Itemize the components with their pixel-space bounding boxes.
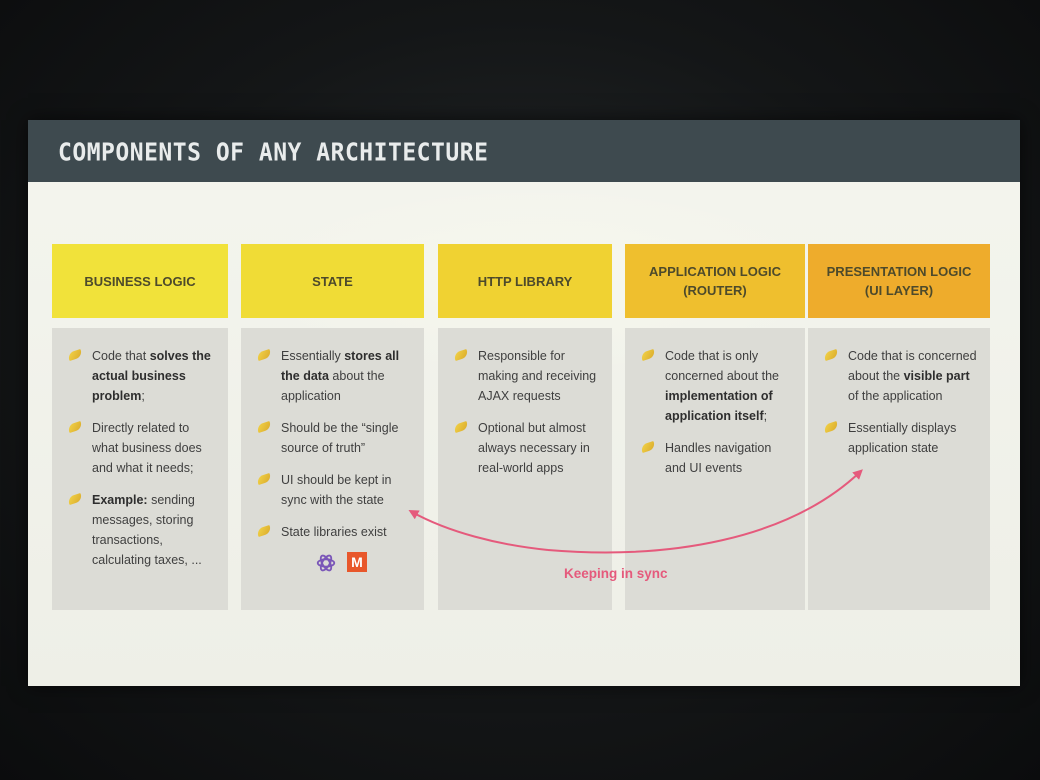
column-heading: STATE bbox=[241, 244, 424, 318]
bullet-item: Code that is only concerned about the im… bbox=[640, 346, 795, 426]
column-application-logic: APPLICATION LOGIC (ROUTER) Code that is o… bbox=[625, 244, 805, 610]
bullet-item: Code that is concerned about the visible… bbox=[823, 346, 980, 406]
column-heading: BUSINESS LOGIC bbox=[52, 244, 228, 318]
mobx-logo: M bbox=[347, 552, 367, 572]
text-run: ; bbox=[141, 389, 145, 403]
state-library-logos: M bbox=[315, 552, 414, 574]
text-run: Directly related to what business does a… bbox=[92, 421, 202, 475]
column-body: Essentially stores all the data about th… bbox=[241, 328, 424, 610]
bullet-text: Essentially stores all the data about th… bbox=[281, 346, 414, 406]
bullet-item: State libraries exist bbox=[256, 522, 414, 542]
text-run: State libraries exist bbox=[281, 525, 387, 539]
bullet-item: UI should be kept in sync with the state bbox=[256, 470, 414, 510]
keeping-in-sync-arrow bbox=[408, 469, 863, 554]
bullet-text: Code that is concerned about the visible… bbox=[848, 346, 980, 406]
bullet-item: Code that solves the actual business pro… bbox=[67, 346, 218, 406]
bold-text: solves the actual business bbox=[92, 349, 211, 383]
bold-text: stores all the data bbox=[281, 349, 400, 383]
text-run: sending messages, storing transactions, … bbox=[92, 493, 202, 567]
text-run: of the application bbox=[848, 389, 943, 403]
text-run: Code that is only concerned about the bbox=[665, 349, 779, 383]
bullet-text: Responsible for making and receiving AJA… bbox=[478, 346, 602, 406]
text-run: UI should be kept in sync with the state bbox=[281, 473, 392, 507]
bullet-item: Optional but almost always necessary in … bbox=[453, 418, 602, 478]
text-run: about the application bbox=[281, 369, 385, 403]
bullet-item: Essentially stores all the data about th… bbox=[256, 346, 414, 406]
column-body: Responsible for making and receiving AJA… bbox=[438, 328, 612, 610]
text-run: Essentially bbox=[281, 349, 345, 363]
slide-title: COMPONENTS OF ANY ARCHITECTURE bbox=[58, 139, 489, 168]
text-run: ; bbox=[763, 409, 768, 423]
column-heading: APPLICATION LOGIC (ROUTER) bbox=[625, 244, 805, 318]
bullet-text: Example: sending messages, storing trans… bbox=[92, 490, 218, 570]
text-run: Code that bbox=[92, 349, 150, 363]
bullet-text: Directly related to what business does a… bbox=[92, 418, 218, 478]
column-state: STATE Essentially stores all the data abo… bbox=[241, 244, 424, 610]
bold-text: Example: bbox=[92, 493, 148, 507]
text-run: Responsible for making and receiving AJA… bbox=[478, 349, 597, 403]
bold-text: implementation of application itself bbox=[665, 389, 773, 423]
bullet-text: Should be the “single source of truth” bbox=[281, 418, 414, 458]
bullet-item: Essentially displays application state bbox=[823, 418, 980, 458]
sync-arrow-path-left bbox=[408, 510, 549, 551]
bold-text: problem bbox=[92, 389, 142, 403]
column-presentation-logic: PRESENTATION LOGIC (UI LAYER) Code that i… bbox=[808, 244, 990, 610]
text-run: Should be the “single source of truth” bbox=[281, 421, 399, 455]
sync-arrow-path bbox=[547, 469, 863, 554]
bullet-text: State libraries exist bbox=[281, 522, 387, 542]
column-business-logic: BUSINESS LOGIC Code that solves the actua… bbox=[52, 244, 228, 610]
bullet-text: Optional but almost always necessary in … bbox=[478, 418, 602, 478]
slide-header-bar: COMPONENTS OF ANY ARCHITECTURE bbox=[28, 120, 1020, 182]
bullet-text: Code that is only concerned about the im… bbox=[665, 346, 795, 426]
bullet-item: Responsible for making and receiving AJA… bbox=[453, 346, 602, 406]
text-run: Handles navigation and UI events bbox=[665, 441, 772, 475]
column-http-library: HTTP LIBRARY Responsible for making and r… bbox=[438, 244, 612, 610]
bullet-item: Example: sending messages, storing trans… bbox=[67, 490, 218, 570]
bullet-item: Should be the “single source of truth” bbox=[256, 418, 414, 458]
keeping-in-sync-label: Keeping in sync bbox=[564, 566, 668, 581]
text-run: Optional but almost always necessary in … bbox=[478, 421, 590, 475]
column-heading: HTTP LIBRARY bbox=[438, 244, 612, 318]
bullet-text: Handles navigation and UI events bbox=[665, 438, 795, 478]
bullet-text: UI should be kept in sync with the state bbox=[281, 470, 414, 510]
bullet-item: Handles navigation and UI events bbox=[640, 438, 795, 478]
bullet-text: Essentially displays application state bbox=[848, 418, 980, 458]
column-body: Code that solves the actual business pro… bbox=[52, 328, 228, 610]
text-run: Essentially displays application state bbox=[848, 421, 957, 455]
column-body: Code that is only concerned about the im… bbox=[625, 328, 805, 610]
column-heading: PRESENTATION LOGIC (UI LAYER) bbox=[808, 244, 990, 318]
redux-logo bbox=[316, 554, 336, 572]
bullet-text: Code that solves the actual business pro… bbox=[92, 346, 218, 406]
bullet-item: Directly related to what business does a… bbox=[67, 418, 218, 478]
text-run: Code that is concerned about the bbox=[848, 349, 977, 383]
bold-text: visible part bbox=[903, 369, 970, 383]
presentation-slide: COMPONENTS OF ANY ARCHITECTURE BUSINESS … bbox=[28, 120, 1020, 686]
column-body: Code that is concerned about the visible… bbox=[808, 328, 990, 610]
